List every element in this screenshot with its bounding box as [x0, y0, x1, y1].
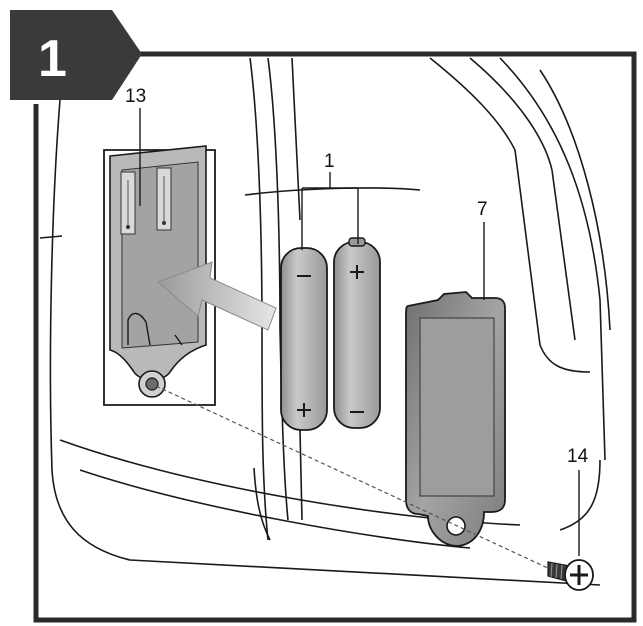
- battery-left: [280, 247, 328, 431]
- screw: [547, 470, 594, 591]
- callout-holder: 13: [125, 86, 146, 107]
- plus-sign: [297, 403, 311, 417]
- plus-sign: [350, 265, 364, 279]
- battery-holder: [103, 145, 216, 406]
- step-number: 1: [38, 30, 67, 88]
- phillips-head-icon: [570, 565, 588, 585]
- callout-batteries: 1: [324, 151, 335, 172]
- step-badge: 1: [10, 10, 142, 100]
- batteries-callout-bracket: [301, 172, 359, 250]
- battery-right: [333, 237, 381, 429]
- screw-alignment-line: [155, 385, 553, 571]
- callout-screw: 14: [567, 446, 589, 467]
- illustration-frame: [33, 51, 637, 623]
- battery-cover: [405, 222, 506, 547]
- callout-cover: 7: [477, 199, 488, 220]
- insertion-arrow: [157, 261, 277, 331]
